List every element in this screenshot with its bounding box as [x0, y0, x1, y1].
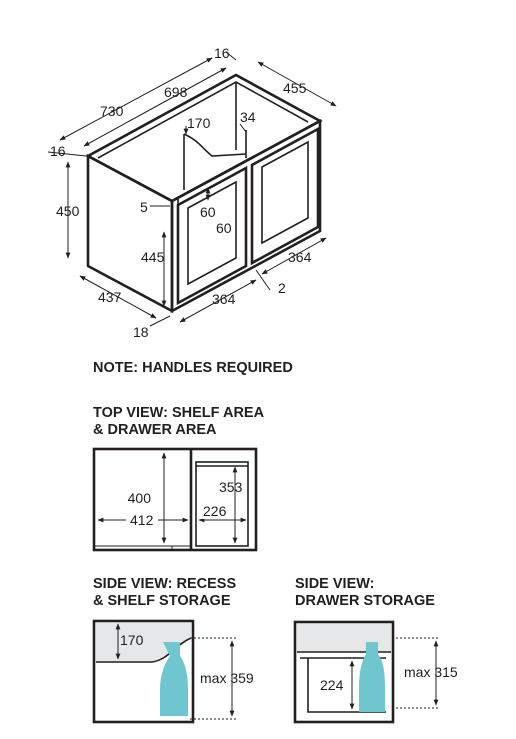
dim-698: 698	[164, 84, 188, 100]
bottle-icon-drawer	[359, 642, 385, 712]
top-view-title-line2: & DRAWER AREA	[93, 422, 217, 438]
dim-max-359: max 359	[200, 670, 254, 686]
top-view-title-line1: TOP VIEW: SHELF AREA	[93, 405, 265, 421]
right-door	[250, 126, 320, 266]
left-door	[176, 165, 248, 306]
top-view-drawer	[195, 461, 249, 547]
dim-353: 353	[219, 479, 243, 495]
side-drawer-title-line1: SIDE VIEW:	[295, 576, 375, 592]
dim-max-315: max 315	[404, 664, 458, 680]
right-door-panel	[261, 140, 309, 245]
dim-5: 5	[140, 199, 148, 215]
top-view-outline	[92, 447, 258, 552]
cabinet-front-face	[170, 118, 322, 314]
dim-170-recess: 170	[187, 115, 211, 131]
dim-445: 445	[141, 249, 165, 265]
side-drawer-outline	[293, 620, 395, 724]
dim-16-left: 16	[50, 143, 66, 159]
handles-note: NOTE: HANDLES REQUIRED	[93, 360, 293, 376]
dim-16-top: 16	[214, 45, 230, 61]
side-recess-outline	[92, 619, 195, 724]
dim-364-right: 364	[288, 249, 312, 265]
dim-2: 2	[278, 280, 286, 296]
side-recess-title-line2: & SHELF STORAGE	[93, 593, 231, 609]
dim-730: 730	[100, 103, 124, 119]
dim-60-a: 60	[200, 204, 216, 220]
side-drawer-section: SIDE VIEW: DRAWER STORAGE 224 max 315	[293, 576, 458, 724]
dim-18: 18	[133, 324, 149, 340]
dim-226: 226	[203, 503, 227, 519]
bottle-icon	[160, 642, 188, 716]
dim-34: 34	[240, 109, 256, 125]
dim-224: 224	[320, 677, 344, 693]
dim-450: 450	[56, 203, 80, 219]
dim-455: 455	[283, 80, 307, 96]
isometric-cabinet	[85, 73, 323, 314]
isometric-dimensions	[47, 51, 337, 327]
dim-170-side: 170	[120, 632, 144, 648]
side-drawer-title-line2: DRAWER STORAGE	[295, 593, 435, 609]
left-door-panel	[187, 180, 237, 286]
side-recess-title-line1: SIDE VIEW: RECESS	[93, 576, 236, 592]
dim-364-bottom: 364	[212, 291, 236, 307]
dim-412: 412	[130, 512, 154, 528]
dim-60-b: 60	[216, 220, 232, 236]
isometric-dimension-labels: 16 698 730 455 170 34 16 450 5 60 60 445…	[50, 45, 312, 340]
dim-400: 400	[128, 490, 152, 506]
top-view-section: TOP VIEW: SHELF AREA & DRAWER AREA 400 4…	[92, 405, 265, 552]
dim-437: 437	[98, 289, 122, 305]
side-recess-section: SIDE VIEW: RECESS & SHELF STORAGE 170 ma…	[92, 576, 254, 724]
